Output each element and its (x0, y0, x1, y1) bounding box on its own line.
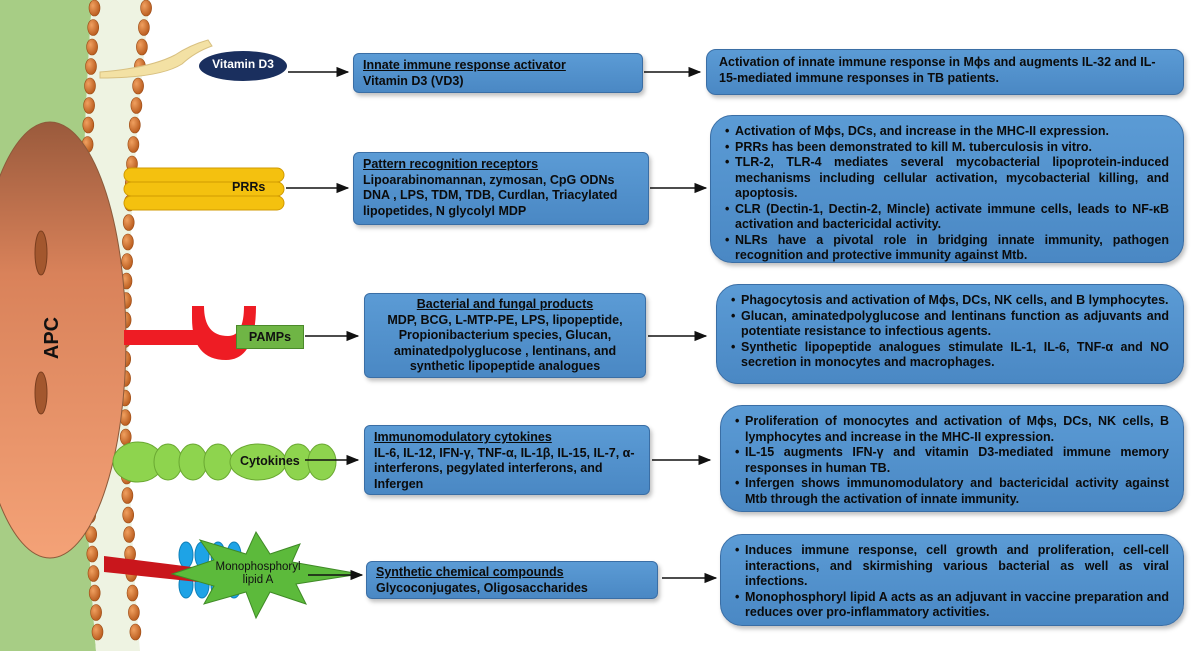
mpl-label: Monophosphoryl lipid A (215, 561, 301, 586)
cytokines-receptor (112, 441, 337, 483)
mid-box-prrs: Pattern recognition receptors Lipoarabin… (353, 152, 649, 225)
lipid-head (122, 506, 134, 524)
mid-box-title: Innate immune response activator (363, 58, 566, 72)
effect-item: CLR (Dectin-1, Dectin-2, Mincle) activat… (725, 202, 1169, 233)
cytokines-label: Cytokines (240, 454, 300, 468)
pamps-bar (124, 330, 200, 345)
effect-box-vitamin-d3: Activation of innate immune response in … (706, 49, 1184, 95)
effect-item: PRRs has been demonstrated to kill M. tu… (725, 140, 1169, 156)
effect-item: IL-15 augments IFN-γ and vitamin D3-medi… (735, 445, 1169, 476)
lipid-head (91, 623, 104, 641)
pamps-label: PAMPs (236, 325, 304, 349)
nucleolus-1 (34, 230, 48, 276)
mid-box-text: Vitamin D3 (VD3) (363, 73, 464, 88)
effect-item: Glucan, aminatedpolyglucose and lentinan… (731, 309, 1169, 340)
mid-box-title: Synthetic chemical compounds (376, 565, 564, 579)
lipid-head (121, 253, 133, 270)
lipid-head (87, 565, 100, 582)
mid-box-vitamin-d3: Innate immune response activator Vitamin… (353, 53, 643, 93)
effect-text: Activation of innate immune response in … (719, 55, 1156, 85)
mid-box-title: Bacterial and fungal products (416, 297, 594, 311)
lipid-head (127, 136, 140, 153)
effect-item: Monophosphoryl lipid A acts as an adjuva… (735, 590, 1169, 621)
mid-box-text: IL-6, IL-12, IFN-γ, TNF-α, IL-1β, IL-15,… (374, 445, 635, 491)
lipid-head (88, 584, 101, 602)
mid-box-title: Immunomodulatory cytokines (374, 430, 552, 444)
lipid-head (86, 38, 98, 56)
effect-item: Phagocytosis and activation of Mɸs, DCs,… (731, 293, 1169, 309)
lipid-head (122, 233, 134, 251)
lipid-head (132, 77, 144, 95)
lipid-head (122, 214, 135, 231)
lipid-head (130, 97, 143, 114)
effect-box-synthetic-compounds: Induces immune response, cell growth and… (720, 534, 1184, 626)
mid-box-text: Lipoarabinomannan, zymosan, CpG ODNs DNA… (363, 172, 618, 218)
lipid-head (86, 545, 99, 563)
vitamin-d3-label: Vitamin D3 (212, 57, 274, 71)
mid-box-text: MDP, BCG, L-MTP-PE, LPS, lipopeptide, Pr… (387, 312, 623, 374)
lipid-head (85, 526, 97, 543)
lipid-head (123, 526, 135, 543)
vitamin-d3-head (199, 51, 287, 81)
effect-item: Activation of Mɸs, DCs, and increase in … (725, 124, 1169, 140)
mid-box-text: Glycoconjugates, Oligosaccharides (376, 580, 588, 595)
mid-box-cytokines: Immunomodulatory cytokines IL-6, IL-12, … (364, 425, 650, 495)
apc-label: APC (41, 316, 63, 360)
lipid-head (140, 0, 152, 17)
mid-box-title: Pattern recognition receptors (363, 157, 539, 171)
lipid-head (82, 116, 95, 134)
effect-item: Synthetic lipopeptide analogues stimulat… (731, 340, 1169, 371)
lipid-head (87, 19, 99, 36)
lipid-head (84, 77, 96, 95)
effect-item: Proliferation of monocytes and activatio… (735, 414, 1169, 445)
lipid-head (90, 604, 102, 621)
lipid-head (129, 623, 142, 641)
lipid-head (138, 19, 150, 36)
nucleolus-2 (34, 371, 48, 415)
lipid-head (126, 584, 139, 602)
lipid-head (136, 38, 148, 56)
effect-box-prrs: Activation of Mɸs, DCs, and increase in … (710, 115, 1184, 263)
effect-box-bacterial-fungal: Phagocytosis and activation of Mɸs, DCs,… (716, 284, 1184, 384)
lipid-head (83, 97, 95, 114)
vitamin-d3-tail (99, 39, 213, 79)
effect-box-cytokines: Proliferation of monocytes and activatio… (720, 405, 1184, 512)
arrows (286, 66, 718, 584)
effect-item: TLR-2, TLR-4 mediates several mycobacter… (725, 155, 1169, 202)
effect-item: Induces immune response, cell growth and… (735, 543, 1169, 590)
lipid-head (88, 0, 101, 17)
prrs-receptor (123, 167, 285, 211)
effect-item: Infergen shows immunomodulatory and bact… (735, 476, 1169, 507)
lipid-head (128, 604, 140, 621)
effect-item: NLRs have a pivotal role in bridging inn… (725, 233, 1169, 264)
mid-box-synthetic-compounds: Synthetic chemical compounds Glycoconjug… (366, 561, 658, 599)
lipid-head (129, 116, 141, 134)
prrs-label: PRRs (232, 180, 266, 194)
lipid-head (85, 58, 97, 75)
mid-box-bacterial-fungal: Bacterial and fungal products MDP, BCG, … (364, 293, 646, 378)
lipid-head (121, 487, 134, 504)
